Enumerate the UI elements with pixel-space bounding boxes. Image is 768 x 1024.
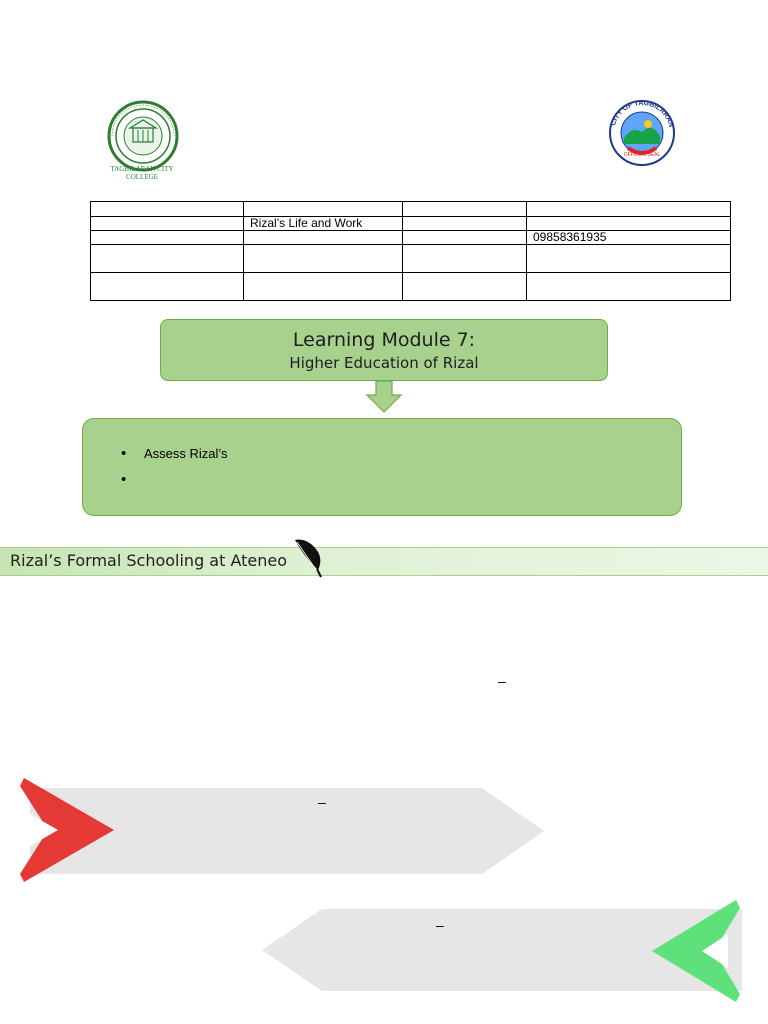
table-cell (526, 201, 731, 217)
section-title: Rizal’s Formal Schooling at Ateneo (10, 551, 288, 570)
table-cell (243, 244, 403, 273)
learning-objectives-box: Assess Rizal’s (82, 418, 682, 516)
module-title: Learning Module 7: (292, 329, 476, 351)
city-seal-banner-text: OFFICIAL SEAL (624, 152, 661, 158)
table-cell (526, 244, 731, 273)
objective-item (121, 471, 228, 498)
module-title-box: Learning Module 7: Higher Education of R… (160, 319, 608, 381)
table-cell (402, 244, 527, 273)
table-cell (90, 272, 244, 301)
table-cell (90, 230, 244, 245)
info-banner-left (262, 909, 742, 991)
table-cell: 09858361935 (526, 230, 731, 245)
college-seal-caption: TAGBILARAN CITY COLLEGE (92, 165, 192, 181)
info-banner-right (30, 788, 544, 874)
table-cell (402, 230, 527, 245)
table-cell (90, 244, 244, 273)
back-arrow-icon (652, 900, 740, 1002)
table-cell (90, 201, 244, 217)
section-heading-bar (0, 547, 768, 576)
table-cell (243, 201, 403, 217)
dash-mark: – (318, 794, 326, 810)
down-arrow-icon (366, 381, 402, 413)
module-subtitle: Higher Education of Rizal (289, 354, 479, 372)
dash-mark: – (498, 673, 506, 689)
objective-item: Assess Rizal’s (121, 445, 228, 472)
table-cell: Rizal’s Life and Work (243, 216, 403, 231)
table-row (90, 272, 731, 301)
play-arrow-icon (20, 778, 114, 882)
table-cell (90, 216, 244, 231)
dash-mark: – (436, 917, 444, 933)
table-row: 09858361935 (90, 230, 731, 245)
table-cell (526, 216, 731, 231)
table-cell (402, 272, 527, 301)
table-cell (402, 201, 527, 217)
college-caption-line2: COLLEGE (126, 173, 158, 181)
college-seal-logo (107, 100, 179, 172)
objectives-list: Assess Rizal’s (121, 445, 228, 498)
table-cell (243, 230, 403, 245)
city-seal-logo: CITY OF TAGBILARAN OFFICIAL SEAL (609, 100, 675, 166)
college-caption-line1: TAGBILARAN CITY (110, 165, 174, 173)
quill-feather-icon (295, 539, 322, 578)
course-info-table: Rizal’s Life and Work 09858361935 (90, 201, 731, 301)
table-cell (402, 216, 527, 231)
table-row: Rizal’s Life and Work (90, 216, 731, 231)
table-cell (526, 272, 731, 301)
table-cell (243, 272, 403, 301)
table-row (90, 244, 731, 273)
table-row (90, 201, 731, 217)
